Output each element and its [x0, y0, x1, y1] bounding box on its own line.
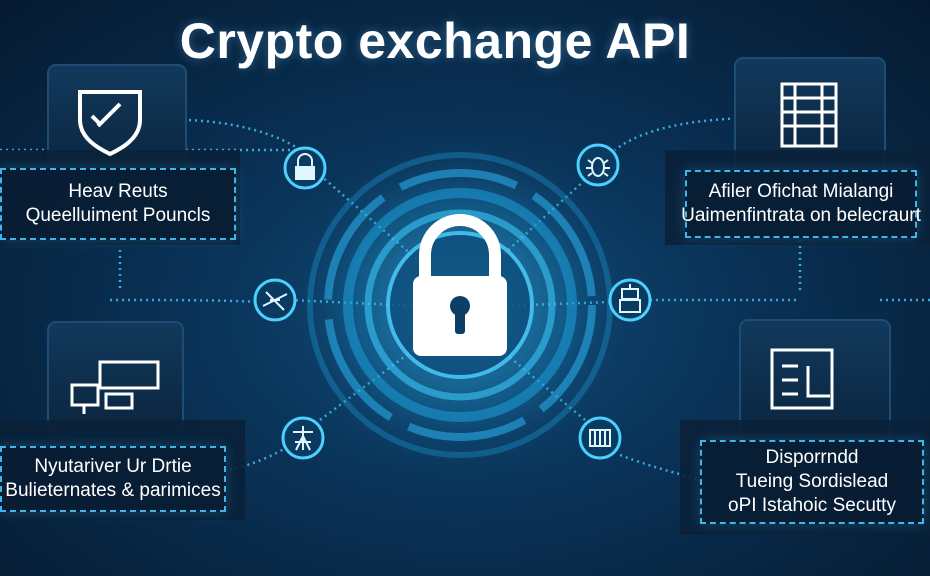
panel-bottom-right-detail: oPI Istahoic Secutty	[728, 495, 896, 516]
bug-icon	[586, 157, 610, 177]
panel-bottom-right: Disporrndd Tueing Sordislead oPI Istahoi…	[700, 440, 924, 524]
panel-bottom-left-subheading: Bulieternates & parimices	[5, 480, 221, 501]
computer-terminal-icon	[70, 360, 160, 414]
server-rack-icon	[780, 82, 838, 148]
panel-bottom-left-heading: Nyutariver Ur Drtie	[34, 456, 192, 477]
node-top-left	[283, 146, 327, 190]
connector-top-right-panel	[614, 116, 761, 151]
robot-icon	[619, 284, 641, 313]
node-mid-left	[253, 278, 297, 322]
panel-top-left: Heav Reuts Queelluiment Pouncls	[0, 168, 236, 240]
panel-bottom-left: Nyutariver Ur Drtie Bulieternates & pari…	[0, 446, 226, 512]
node-bottom-left	[281, 416, 325, 460]
connector-top-left-panel	[164, 118, 301, 152]
panel-top-right-heading: Afiler Ofichat Mialangi	[708, 181, 894, 202]
satellite-icon	[262, 291, 288, 311]
panel-top-left-subheading: Queelluiment Pouncls	[25, 205, 211, 226]
panel-top-right: Afiler Ofichat Mialangi Uaimenfintrata o…	[681, 170, 921, 238]
lock-icon	[295, 153, 315, 180]
network-map-icon	[770, 348, 834, 410]
node-top-right	[576, 143, 620, 187]
panel-bottom-right-heading: Disporrndd	[765, 447, 859, 468]
padlock-icon	[413, 214, 507, 356]
panel-top-right-subheading: Uaimenfintrata on belecraurt	[681, 205, 921, 226]
panel-bottom-right-subheading: Tueing Sordislead	[735, 471, 889, 492]
page-title: Crypto exchange API	[179, 13, 691, 69]
shield-check-icon	[78, 90, 142, 157]
tower-icon	[293, 426, 313, 451]
panel-top-left-heading: Heav Reuts	[68, 181, 168, 202]
gate-icon	[589, 429, 611, 447]
connector-mid-left-panel	[109, 298, 261, 304]
node-mid-right	[608, 278, 652, 322]
node-bottom-right	[578, 416, 622, 460]
